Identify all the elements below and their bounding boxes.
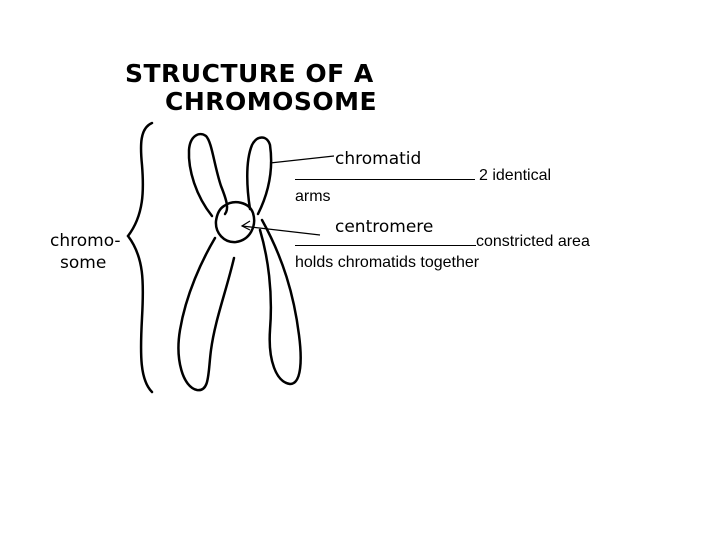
centromere-answer-block: constricted area holds chromatids togeth…: [295, 231, 625, 273]
centromere-blank-line: [295, 231, 476, 246]
title-line-1: STRUCTURE OF A: [125, 59, 374, 88]
chromatid-pointer-line: [270, 156, 334, 163]
chromatid-blank-line: [295, 165, 475, 180]
chromosome-drawing: [179, 134, 301, 390]
chromosome-brace: [128, 123, 152, 392]
chromosome-label-line-2: some: [60, 253, 106, 273]
chromatid-answer-block: 2 identical arms: [295, 165, 585, 207]
centromere-pointer-arrow: [242, 221, 250, 230]
chromosome-label-line-1: chromo-: [50, 231, 121, 251]
title-line-2: CHROMOSOME: [165, 87, 377, 116]
